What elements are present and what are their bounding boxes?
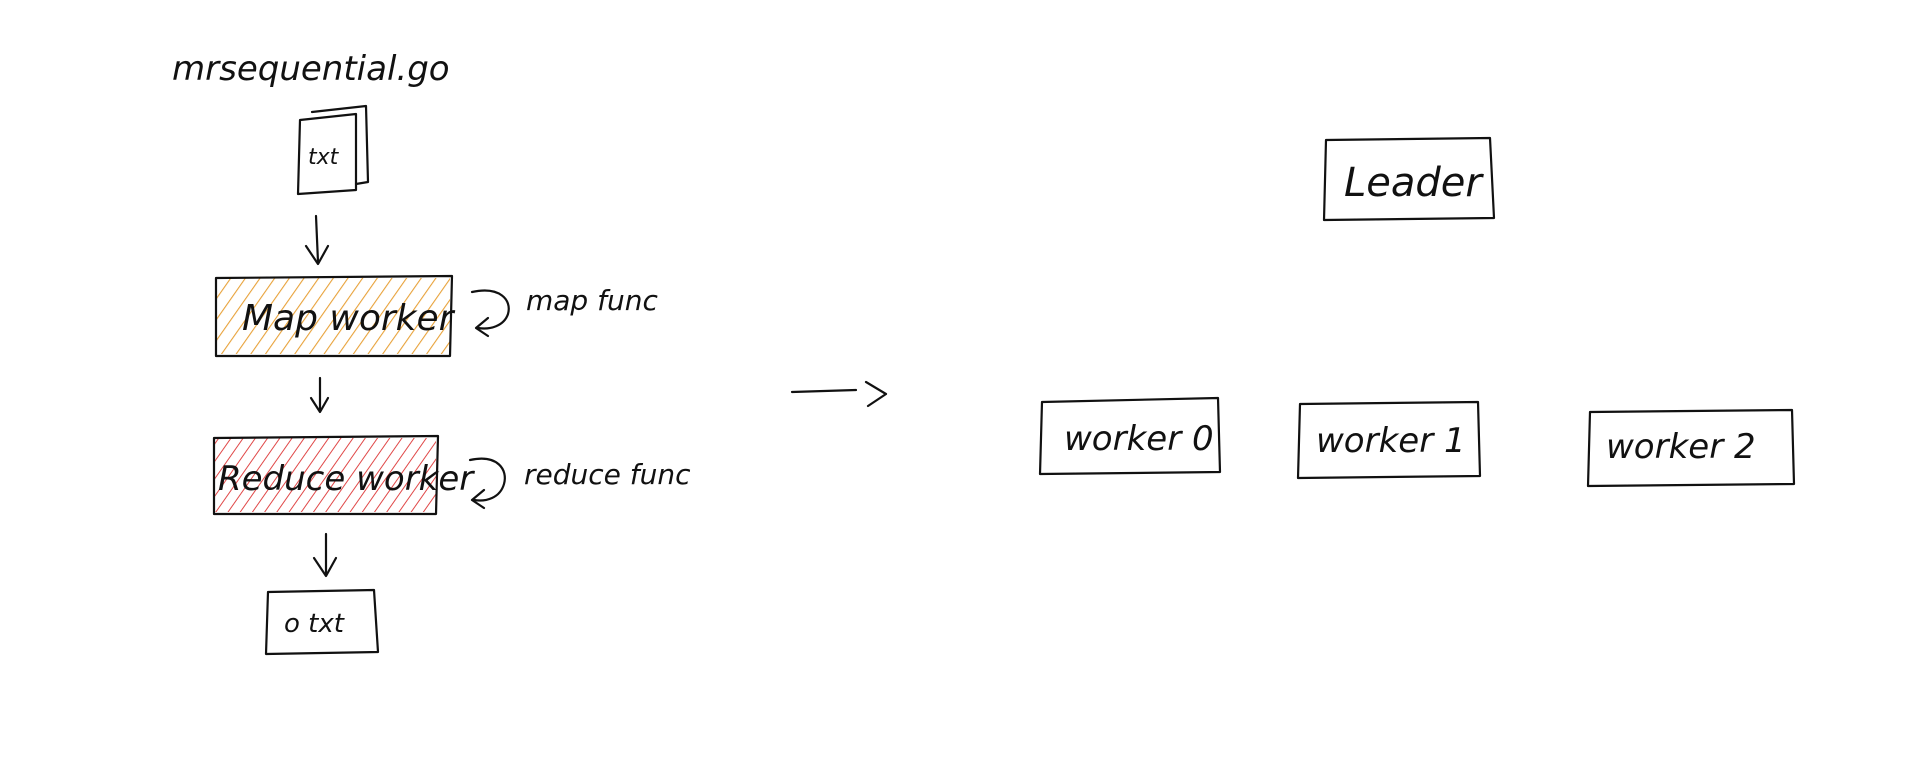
- worker-0-node: worker 0: [1038, 396, 1222, 476]
- arrow-map-to-reduce: [309, 376, 330, 414]
- arrow-reduce-to-output: [312, 532, 338, 578]
- output-document-node: o txt: [264, 588, 380, 656]
- worker-1-label: worker 1: [1316, 421, 1466, 461]
- input-document-icon: txt: [296, 104, 370, 196]
- map-worker-label: Map worker: [242, 298, 456, 339]
- map-func-label: map func: [526, 284, 658, 317]
- leader-node: Leader: [1322, 136, 1496, 222]
- map-func-loop-icon: [470, 289, 510, 338]
- worker-0-label: worker 0: [1064, 419, 1214, 459]
- transition-arrow: [790, 380, 888, 408]
- input-doc-label: txt: [308, 145, 340, 170]
- title-mrsequential: mrsequential.go: [172, 49, 450, 89]
- map-worker-hatch: [216, 278, 450, 354]
- reduce-func-label: reduce func: [524, 458, 691, 491]
- map-worker-node: Map worker: [214, 274, 456, 358]
- reduce-worker-node: Reduce worker: [212, 434, 475, 516]
- reduce-worker-label: Reduce worker: [218, 459, 475, 499]
- leader-label: Leader: [1344, 160, 1484, 206]
- worker-1-node: worker 1: [1296, 400, 1482, 480]
- worker-2-label: worker 2: [1606, 427, 1756, 467]
- reduce-func-loop-icon: [468, 457, 506, 510]
- arrow-input-to-map: [304, 214, 330, 266]
- output-doc-label: o txt: [284, 609, 345, 639]
- reduce-worker-hatch: [214, 438, 436, 512]
- worker-2-node: worker 2: [1586, 408, 1796, 488]
